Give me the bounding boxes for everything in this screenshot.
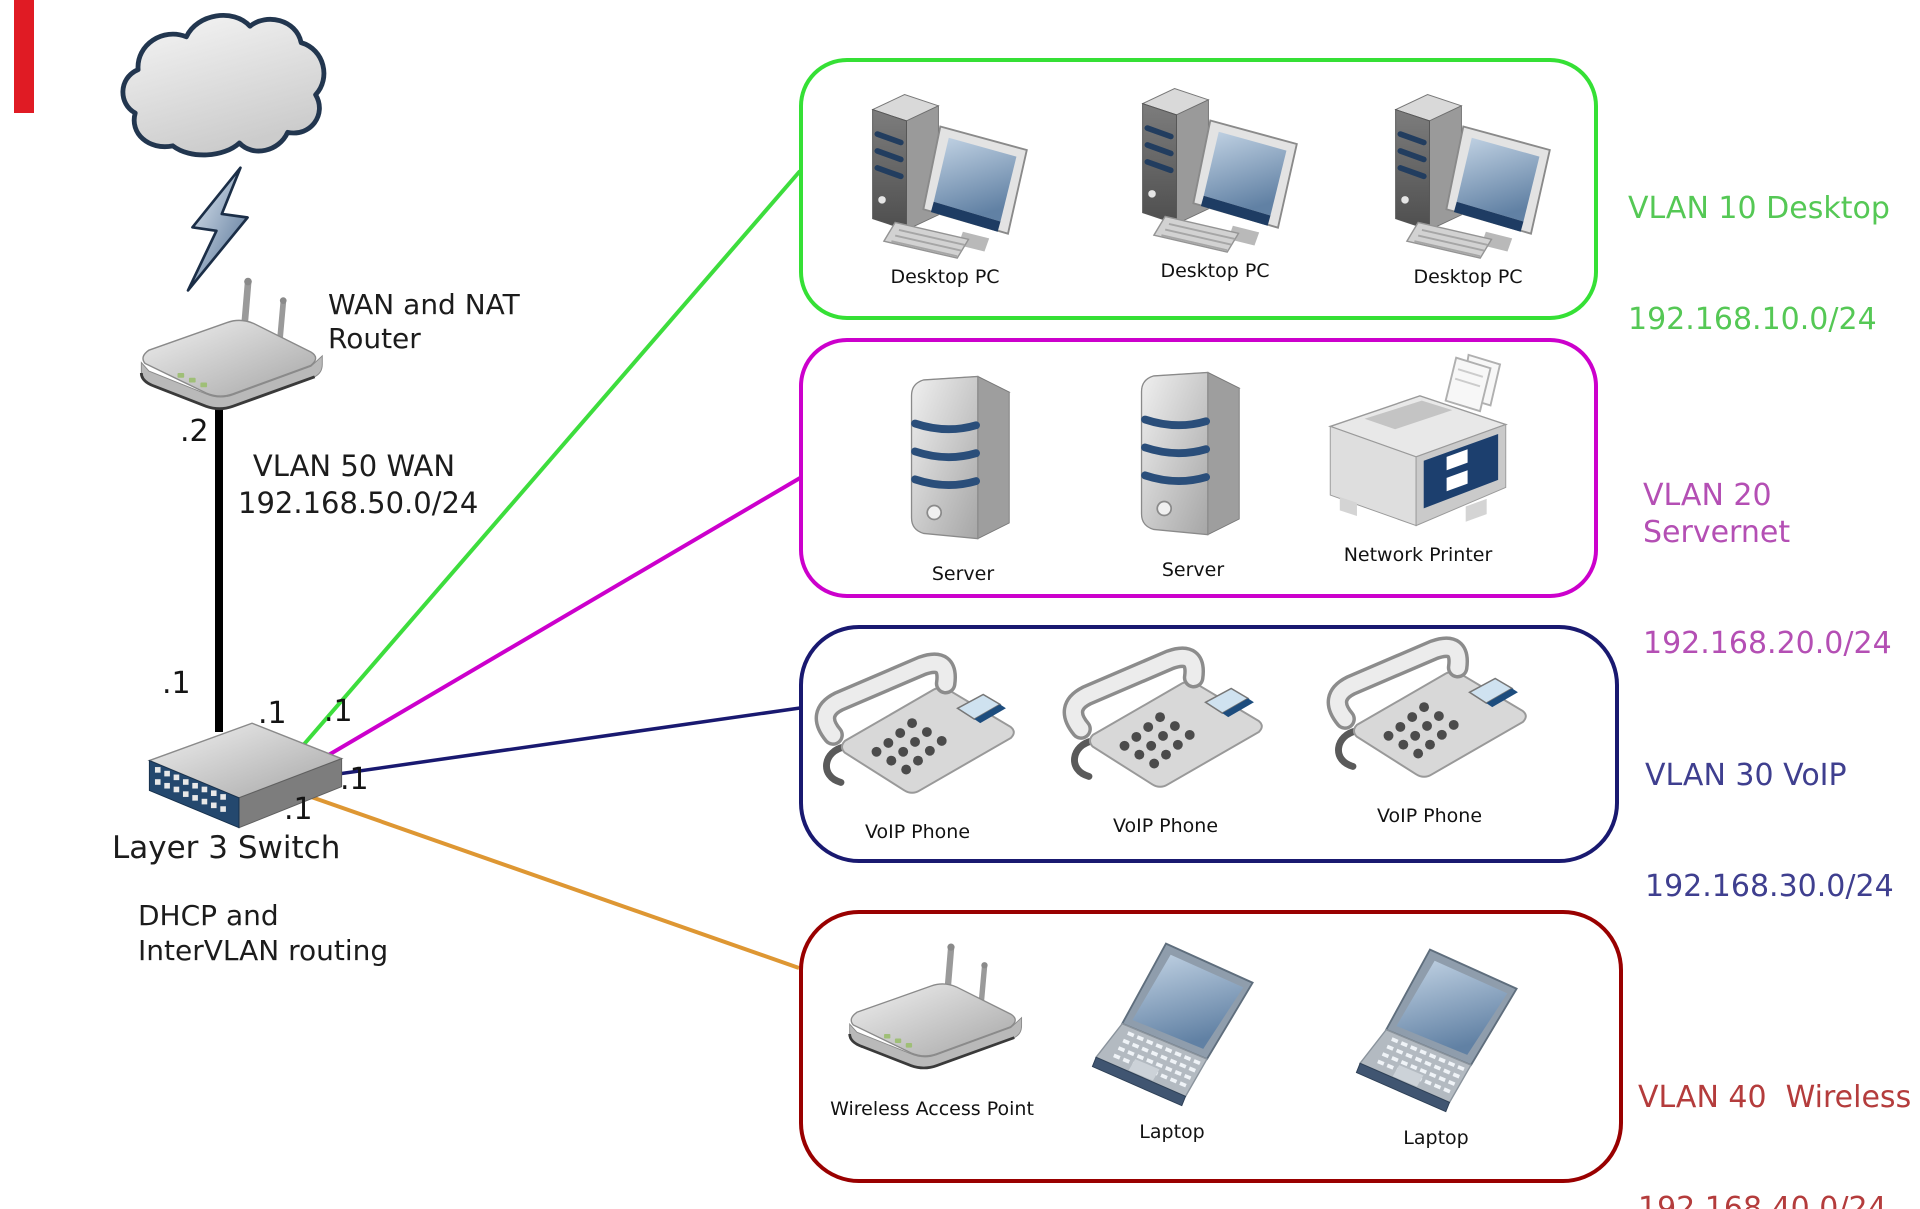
device-server-1: Server bbox=[868, 352, 1058, 586]
desktop-pc-icon bbox=[1115, 66, 1315, 254]
vlan20-box bbox=[799, 338, 1598, 598]
vlan10-box bbox=[799, 58, 1598, 320]
switch-sublabel-line2: InterVLAN routing bbox=[138, 934, 389, 967]
switch-vlan40-port-label: .1 bbox=[284, 792, 313, 827]
internet-cloud-icon bbox=[112, 5, 334, 169]
vlan50-label-line1: VLAN 50 WAN bbox=[252, 449, 456, 483]
desktop-pc-icon bbox=[845, 72, 1045, 260]
device-label: Network Printer bbox=[1343, 544, 1493, 566]
device-label: Desktop PC bbox=[1160, 260, 1270, 282]
device-label: Desktop PC bbox=[1413, 266, 1523, 288]
link-vlan30 bbox=[309, 706, 801, 780]
vlan30-box bbox=[799, 625, 1619, 863]
device-label: VoIP Phone bbox=[1376, 805, 1483, 827]
vlan40-title: VLAN 40 Wireless bbox=[1638, 1080, 1912, 1115]
laptop-icon bbox=[1334, 944, 1539, 1121]
device-voip-phone-2: VoIP Phone bbox=[1048, 646, 1283, 838]
device-label: VoIP Phone bbox=[1112, 815, 1219, 837]
router-label-line2: Router bbox=[328, 322, 421, 355]
device-laptop-1: Laptop bbox=[1062, 938, 1282, 1144]
device-voip-phone-3: VoIP Phone bbox=[1312, 636, 1547, 828]
device-label: Laptop bbox=[1139, 1121, 1205, 1143]
switch-label: Layer 3 Switch bbox=[112, 830, 341, 866]
device-desktop-pc-3: Desktop PC bbox=[1358, 72, 1578, 289]
vlan30-subnet: 192.168.30.0/24 bbox=[1645, 869, 1894, 904]
link-vlan40 bbox=[296, 790, 800, 970]
network-printer-icon bbox=[1313, 352, 1523, 538]
device-desktop-pc-2: Desktop PC bbox=[1105, 66, 1325, 283]
router-label: WAN and NAT Router bbox=[328, 288, 520, 356]
vlan20-label: VLAN 20 Servernet 192.168.20.0/24 bbox=[1643, 403, 1920, 736]
server-icon bbox=[1127, 348, 1259, 553]
vlan10-subnet: 192.168.10.0/24 bbox=[1628, 302, 1877, 337]
switch-wan-port-label: .1 bbox=[162, 666, 191, 701]
vlan20-subnet: 192.168.20.0/24 bbox=[1643, 626, 1892, 661]
vlan50-label-line2: 192.168.50.0/24 bbox=[238, 486, 479, 520]
router-port-label: .2 bbox=[180, 414, 209, 449]
voip-phone-icon bbox=[1321, 636, 1539, 799]
device-label: Desktop PC bbox=[890, 266, 1000, 288]
voip-phone-icon bbox=[1057, 646, 1275, 809]
vlan20-title: VLAN 20 Servernet bbox=[1643, 478, 1791, 550]
layer3-switch-icon bbox=[138, 712, 353, 838]
device-wireless-access-point: Wireless Access Point bbox=[812, 938, 1052, 1121]
device-label: Server bbox=[1161, 559, 1225, 581]
device-label: Laptop bbox=[1403, 1127, 1469, 1149]
vlan10-title: VLAN 10 Desktop bbox=[1628, 191, 1890, 226]
voip-phone-icon bbox=[809, 652, 1027, 815]
router-label-line1: WAN and NAT bbox=[328, 288, 520, 321]
vlan40-label: VLAN 40 Wireless 192.168.40.0/24 bbox=[1638, 1005, 1911, 1209]
wan-router-icon bbox=[128, 272, 328, 434]
device-server-2: Server bbox=[1098, 348, 1288, 582]
laptop-icon bbox=[1070, 938, 1275, 1115]
device-label: Wireless Access Point bbox=[830, 1098, 1034, 1120]
switch-sublabel: DHCP and InterVLAN routing bbox=[138, 898, 388, 968]
wireless-access-point-icon bbox=[837, 938, 1027, 1092]
vlan40-box bbox=[799, 910, 1623, 1183]
switch-sublabel-line1: DHCP and bbox=[138, 899, 279, 932]
red-corner-artifact bbox=[14, 0, 34, 113]
switch-vlan30-port-label: .1 bbox=[340, 762, 369, 797]
device-desktop-pc-1: Desktop PC bbox=[835, 72, 1055, 289]
desktop-pc-icon bbox=[1368, 72, 1568, 260]
device-voip-phone-1: VoIP Phone bbox=[800, 652, 1035, 844]
vlan30-title: VLAN 30 VoIP bbox=[1645, 758, 1847, 793]
device-label: Server bbox=[931, 563, 995, 585]
vlan30-label: VLAN 30 VoIP 192.168.30.0/24 bbox=[1645, 683, 1894, 979]
vlan40-subnet: 192.168.40.0/24 bbox=[1638, 1191, 1887, 1209]
switch-vlan10-port-label: .1 bbox=[258, 696, 287, 731]
device-label: VoIP Phone bbox=[864, 821, 971, 843]
device-laptop-2: Laptop bbox=[1326, 944, 1546, 1150]
vlan50-label: VLAN 50 WAN 192.168.50.0/24 bbox=[238, 448, 479, 522]
server-icon bbox=[897, 352, 1029, 557]
link-vlan10 bbox=[291, 169, 802, 759]
switch-vlan20-port-label: .1 bbox=[324, 694, 353, 729]
vlan10-label: VLAN 10 Desktop 192.168.10.0/24 bbox=[1628, 116, 1890, 412]
device-network-printer: Network Printer bbox=[1298, 352, 1538, 567]
link-vlan20 bbox=[301, 476, 802, 772]
